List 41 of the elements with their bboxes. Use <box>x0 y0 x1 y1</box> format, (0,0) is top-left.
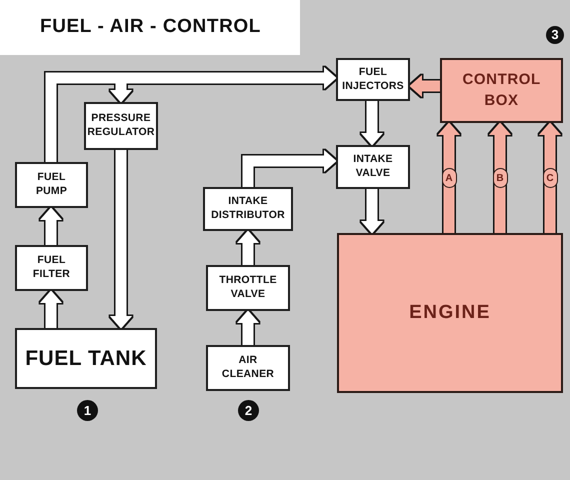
edge-label: A <box>442 168 456 188</box>
component-box <box>336 145 410 189</box>
diagram-title: FUEL - AIR - CONTROL <box>40 15 261 40</box>
component-box <box>15 328 157 389</box>
edge-label: B <box>492 168 508 188</box>
arrow <box>40 208 62 245</box>
box-label: AIR CLEANER <box>222 354 274 382</box>
component-box <box>206 345 290 391</box>
callout-number: 1 <box>77 400 98 421</box>
edge-label: C <box>542 168 558 188</box>
arrow <box>410 75 440 97</box>
component-box <box>440 58 563 123</box>
arrow <box>539 122 561 233</box>
arrow <box>438 122 460 233</box>
callout-number: 2 <box>238 400 259 421</box>
component-box <box>15 162 88 208</box>
component-box <box>206 265 290 311</box>
arrow <box>237 310 259 345</box>
box-label: FUEL INJECTORS <box>342 66 404 94</box>
arrow <box>40 290 62 328</box>
arrow <box>237 230 259 265</box>
arrow <box>361 189 383 234</box>
box-label: INTAKE DISTRIBUTOR <box>211 195 285 223</box>
component-box <box>337 233 563 393</box>
box-label: FUEL FILTER <box>32 254 70 282</box>
box-label: THROTTLE VALVE <box>219 274 277 302</box>
callout-number: 3 <box>546 26 564 44</box>
box-label: ENGINE <box>409 300 491 325</box>
box-label: INTAKE VALVE <box>353 153 393 181</box>
component-box <box>203 187 293 231</box>
component-box <box>84 102 158 150</box>
arrow <box>242 150 336 187</box>
arrow <box>361 101 383 146</box>
box-label: FUEL TANK <box>25 346 147 372</box>
box-label: PRESSURE REGULATOR <box>87 112 155 140</box>
arrow <box>489 122 511 233</box>
component-box <box>15 245 88 291</box>
box-label: CONTROL BOX <box>462 70 541 110</box>
component-box <box>336 58 410 101</box>
box-label: FUEL PUMP <box>36 171 68 199</box>
arrow <box>110 150 132 328</box>
